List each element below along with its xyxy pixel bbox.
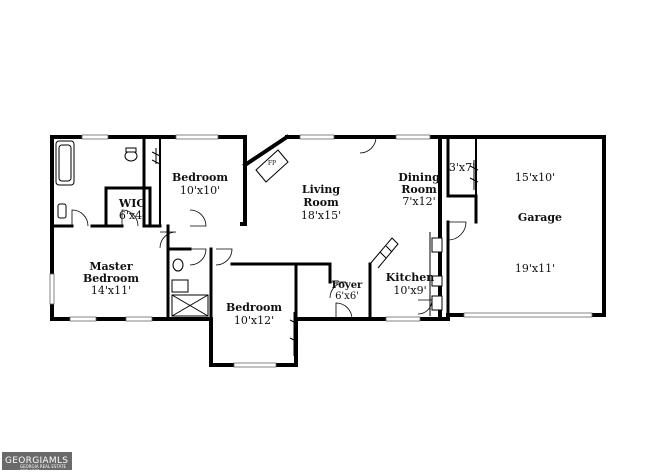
master-name-2: Bedroom	[83, 272, 139, 285]
dining-name-2: Room	[401, 183, 437, 196]
room-labels: Bedroom 10'x10' Living Room 18'x15' Dini…	[83, 161, 562, 327]
dishwasher	[431, 275, 443, 287]
master-name-1: Master	[89, 260, 133, 273]
windows	[49, 134, 593, 368]
foyer-name: Foyer	[332, 280, 363, 291]
garage-size-top: 15'x10'	[515, 171, 555, 184]
bathroom-fixtures	[55, 140, 209, 317]
toilet-master	[172, 258, 184, 272]
bedroom-upper-name: Bedroom	[172, 171, 228, 184]
wic-size: 6'x4'	[119, 209, 145, 222]
fireplace-label: FP	[268, 160, 276, 167]
kitchen-size: 10'x9'	[393, 284, 426, 297]
interior-walls	[50, 135, 478, 321]
bedroom-upper-size: 10'x10'	[180, 184, 220, 197]
garage-name: Garage	[518, 211, 562, 224]
georgia-mls-logo: GEORGIAMLS GEORGIA REAL ESTATE SERVICES	[2, 452, 72, 474]
range	[431, 237, 443, 253]
bedroom-lower-name: Bedroom	[226, 301, 282, 314]
foyer-size: 6'x6'	[335, 291, 359, 302]
living-size: 18'x15'	[301, 209, 341, 222]
logo-text: GEORGIAMLS	[5, 456, 69, 466]
closet-size: 3'x7'	[449, 161, 475, 174]
sink-kitchen	[431, 295, 443, 311]
master-size: 14'x11'	[91, 284, 131, 297]
wic-name: WIC	[118, 197, 145, 210]
doors	[71, 136, 479, 356]
logo-subtext: GEORGIA REAL ESTATE SERVICES	[20, 464, 66, 474]
dining-name-1: Dining	[398, 171, 440, 184]
garage-size-bottom: 19'x11'	[515, 262, 555, 275]
vanity	[171, 279, 189, 293]
bedroom-lower-size: 10'x12'	[234, 314, 274, 327]
kitchen-name: Kitchen	[386, 271, 435, 284]
living-name-2: Room	[303, 196, 339, 209]
sink-master	[57, 203, 67, 219]
bathtub	[55, 140, 75, 186]
dining-size: 7'x12'	[402, 195, 435, 208]
living-name-1: Living	[302, 183, 340, 196]
fireplace: FP	[255, 149, 289, 183]
